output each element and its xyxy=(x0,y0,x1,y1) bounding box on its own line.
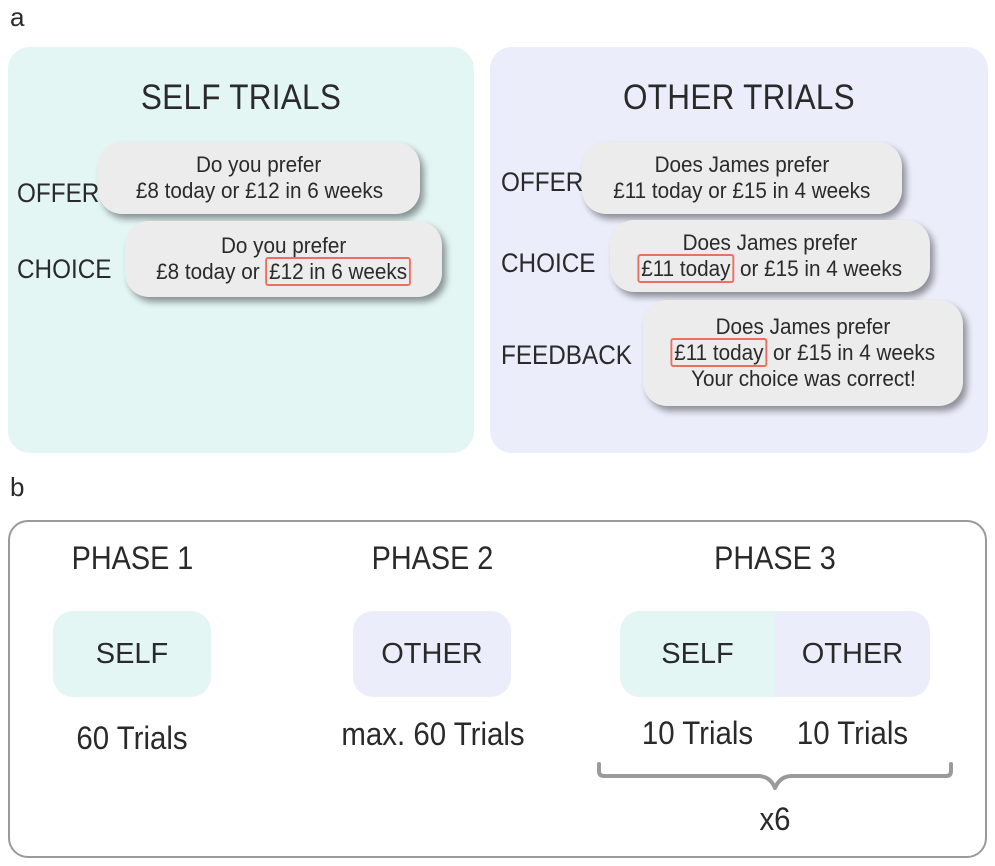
phase1-trials-wrap: 60 Trials xyxy=(32,720,232,757)
self-trials-title-wrap: SELF TRIALS xyxy=(8,78,474,118)
phase2-other-pill: OTHER xyxy=(353,611,511,697)
phase3-title-wrap: PHASE 3 xyxy=(680,540,870,577)
other-offer-bubble: Does James prefer £11 today or £15 in 4 … xyxy=(582,142,902,214)
other-feedback-highlight: £11 today xyxy=(670,338,768,367)
self-choice-highlight: £12 in 6 weeks xyxy=(265,257,411,286)
repeat-brace xyxy=(597,762,953,790)
self-choice-line2: £8 today or £12 in 6 weeks xyxy=(156,257,411,286)
phase2-trials-wrap: max. 60 Trials xyxy=(322,716,544,753)
self-offer-line2: £8 today or £12 in 6 weeks xyxy=(135,178,383,203)
other-trials-title-wrap: OTHER TRIALS xyxy=(490,78,988,118)
other-feedback-line1: Does James prefer xyxy=(715,314,891,339)
self-choice-label: CHOICE xyxy=(17,254,112,284)
other-feedback-label: FEEDBACK xyxy=(501,340,632,370)
other-choice-line1: Does James prefer xyxy=(682,230,858,255)
phase1-title-wrap: PHASE 1 xyxy=(40,540,225,577)
phase1-self-pill: SELF xyxy=(53,611,211,697)
self-trials-title: SELF TRIALS xyxy=(140,78,342,117)
other-offer-line1: Does James prefer xyxy=(654,152,830,177)
self-choice-bubble: Do you prefer £8 today or £12 in 6 weeks xyxy=(125,221,442,297)
phase2-title: PHASE 2 xyxy=(371,540,494,576)
phase3-self-trials: 10 Trials xyxy=(641,715,754,751)
self-offer-label: OFFER xyxy=(17,178,100,208)
other-feedback-bubble: Does James prefer £11 today or £15 in 4 … xyxy=(643,300,963,406)
self-choice-text-pre: £8 today or xyxy=(156,259,266,284)
phase1-title: PHASE 1 xyxy=(71,540,194,576)
phase1-trials: 60 Trials xyxy=(76,720,188,756)
phase3-other-trials: 10 Trials xyxy=(796,715,909,751)
self-offer-line1: Do you prefer xyxy=(196,152,322,177)
phase2-trials: max. 60 Trials xyxy=(341,716,525,752)
phase3-other-trials-wrap: 10 Trials xyxy=(775,715,930,752)
phases-box xyxy=(8,520,987,858)
other-choice-label: CHOICE xyxy=(501,248,596,278)
phase3-title: PHASE 3 xyxy=(714,540,836,576)
other-choice-line2: £11 today or £15 in 4 weeks xyxy=(637,254,903,283)
other-feedback-line2: £11 today or £15 in 4 weeks xyxy=(670,338,936,367)
phase3-other-pill: OTHER xyxy=(775,611,930,697)
repeat-wrap: x6 xyxy=(735,801,815,838)
phase2-title-wrap: PHASE 2 xyxy=(340,540,525,577)
other-trials-title: OTHER TRIALS xyxy=(623,78,855,117)
other-offer-line2: £11 today or £15 in 4 weeks xyxy=(613,178,871,203)
other-offer-label: OFFER xyxy=(501,167,584,197)
other-choice-bubble: Does James prefer £11 today or £15 in 4 … xyxy=(610,220,930,292)
other-feedback-line3: Your choice was correct! xyxy=(690,366,916,391)
other-feedback-text-post: or £15 in 4 weeks xyxy=(767,340,936,365)
panel-b-letter: b xyxy=(10,472,25,502)
phase3-self-pill: SELF xyxy=(620,611,775,697)
panel-a-letter: a xyxy=(10,2,25,32)
repeat-count: x6 xyxy=(759,801,791,837)
other-choice-highlight: £11 today xyxy=(637,254,735,283)
self-offer-bubble: Do you prefer £8 today or £12 in 6 weeks xyxy=(98,142,420,214)
phase3-pill: SELF OTHER xyxy=(620,611,930,697)
phase3-self-trials-wrap: 10 Trials xyxy=(620,715,775,752)
other-choice-text-post: or £15 in 4 weeks xyxy=(734,256,903,281)
self-choice-line1: Do you prefer xyxy=(220,233,347,258)
